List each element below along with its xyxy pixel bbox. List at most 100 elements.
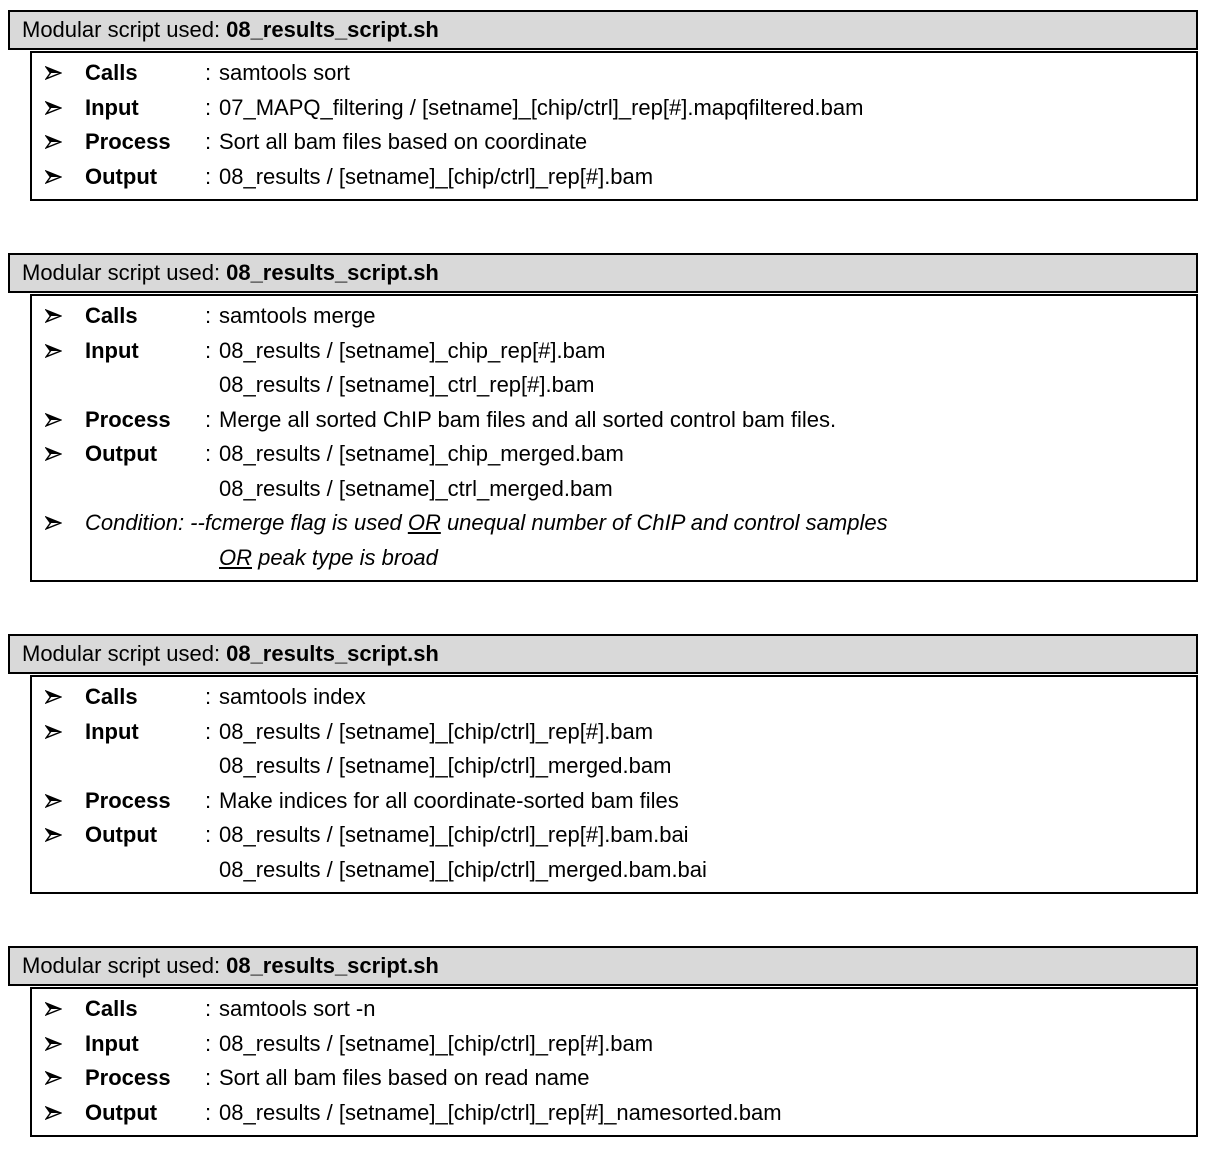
arrow-bullet-icon [45, 412, 85, 427]
text-segment: Condition: --fcmerge flag is used [85, 510, 408, 536]
field-line: Output:08_results / [setname]_[chip/ctrl… [45, 818, 1192, 853]
field-value: samtools index [219, 684, 366, 710]
arrow-bullet-icon [45, 1105, 85, 1120]
field-line: Output:08_results / [setname]_[chip/ctrl… [45, 160, 1192, 195]
field-line: Calls:samtools index [45, 680, 1192, 715]
field-line: Process: Make indices for all coordinate-… [45, 784, 1192, 819]
field-value: 08_results / [setname]_[chip/ctrl]_rep[#… [219, 1030, 654, 1056]
text-segment: peak type is broad [252, 544, 438, 570]
field-label: Input [85, 337, 139, 363]
arrow-bullet-icon [45, 169, 85, 184]
field-label: Output [85, 1099, 158, 1125]
script-name: 08_results_script.sh [226, 641, 439, 666]
field-value: 08_results / [setname]_[chip/ctrl]_rep[#… [219, 718, 654, 744]
field-value: 08_results / [setname]_ctrl_merged.bam [219, 475, 613, 501]
field-label: Calls [85, 60, 138, 86]
field-colon: : [205, 303, 212, 329]
box-header-label: Modular script used: [22, 17, 221, 42]
field-value: Sort all bam files based on coordinate [219, 129, 588, 155]
field-value: Merge all sorted ChIP bam files and all … [219, 406, 837, 432]
field-label: Calls [85, 303, 138, 329]
field-label: Process [85, 1065, 171, 1091]
field-label: Process [85, 406, 171, 432]
field-colon: : [205, 129, 212, 155]
field-colon: : [205, 718, 212, 744]
field-colon: : [205, 1099, 212, 1125]
field-line: Condition: --fcmerge flag is used OR une… [45, 506, 1192, 541]
field-value: 08_results / [setname]_[chip/ctrl]_rep[#… [219, 822, 689, 848]
field-line: Input:08_results / [setname]_[chip/ctrl]… [45, 715, 1192, 750]
field-label: Output [85, 163, 158, 189]
box-header: Modular script used: 08_results_script.s… [8, 634, 1198, 674]
field-value: samtools merge [219, 303, 376, 329]
field-line: Calls: samtools sort [45, 56, 1192, 91]
field-value: samtools sort [219, 60, 350, 86]
field-line: Process:Sort all bam files based on read… [45, 1061, 1192, 1096]
field-value: Make indices for all coordinate-sorted b… [219, 787, 679, 813]
field-label: Output [85, 822, 158, 848]
arrow-bullet-icon [45, 1036, 85, 1051]
continuation-line: 08_results / [setname]_[chip/ctrl]_merge… [45, 749, 1192, 784]
field-line: Input:08_results / [setname]_[chip/ctrl]… [45, 1027, 1192, 1062]
box-header-label: Modular script used: [22, 641, 221, 666]
arrow-bullet-icon [45, 135, 85, 150]
arrow-bullet-icon [45, 793, 85, 808]
field-line: Process: Sort all bam files based on coor… [45, 125, 1192, 160]
field-colon: : [205, 60, 212, 86]
field-colon: : [205, 787, 212, 813]
script-info-box: Modular script used: 08_results_script.s… [8, 634, 1198, 894]
underlined-text-segment: OR [407, 510, 441, 536]
field-colon: : [205, 822, 212, 848]
field-colon: : [205, 337, 212, 363]
text-segment: unequal number of ChIP and control sampl… [440, 510, 888, 536]
continuation-line: 08_results / [setname]_ctrl_merged.bam [45, 472, 1192, 507]
arrow-bullet-icon [45, 516, 85, 531]
field-colon: : [205, 406, 212, 432]
box-header: Modular script used: 08_results_script.s… [8, 10, 1198, 50]
field-line: Input:08_results / [setname]_chip_rep[#]… [45, 334, 1192, 369]
field-label: Calls [85, 684, 138, 710]
box-header-label: Modular script used: [22, 953, 221, 978]
arrow-bullet-icon [45, 724, 85, 739]
arrow-bullet-icon [45, 66, 85, 81]
box-header-label: Modular script used: [22, 260, 221, 285]
field-label: Input [85, 718, 139, 744]
arrow-bullet-icon [45, 1002, 85, 1017]
field-value: 08_results / [setname]_chip_merged.bam [219, 441, 624, 467]
field-colon: : [205, 996, 212, 1022]
box-header: Modular script used: 08_results_script.s… [8, 253, 1198, 293]
continuation-line: 08_results / [setname]_[chip/ctrl]_merge… [45, 853, 1192, 888]
field-label: Input [85, 1030, 139, 1056]
field-label: Process [85, 787, 171, 813]
arrow-bullet-icon [45, 343, 85, 358]
arrow-bullet-icon [45, 309, 85, 324]
field-label: Output [85, 441, 158, 467]
field-colon: : [205, 1030, 212, 1056]
condition-text: Condition: --fcmerge flag is used OR une… [85, 510, 1192, 536]
field-label: Calls [85, 996, 138, 1022]
field-line: Calls: samtools merge [45, 299, 1192, 334]
field-label: Process [85, 129, 171, 155]
arrow-bullet-icon [45, 447, 85, 462]
arrow-bullet-icon [45, 828, 85, 843]
field-value: OR peak type is broad [219, 545, 1192, 571]
field-value: samtools sort -n [219, 996, 376, 1022]
field-value: Sort all bam files based on read name [219, 1065, 590, 1091]
field-label: Input [85, 94, 139, 120]
field-value: 08_results / [setname]_chip_rep[#].bam [219, 337, 606, 363]
field-value: 08_results / [setname]_[chip/ctrl]_merge… [219, 856, 707, 882]
field-line: Calls: samtools sort -n [45, 992, 1192, 1027]
field-value: 08_results / [setname]_[chip/ctrl]_rep[#… [219, 1099, 782, 1125]
continuation-line: 08_results / [setname]_ctrl_rep[#].bam [45, 368, 1192, 403]
script-name: 08_results_script.sh [226, 953, 439, 978]
field-line: Output:08_results / [setname]_[chip/ctrl… [45, 1096, 1192, 1131]
script-info-box: Modular script used: 08_results_script.s… [8, 10, 1198, 201]
field-line: Output:08_results / [setname]_chip_merge… [45, 437, 1192, 472]
continuation-line: OR peak type is broad [45, 541, 1192, 576]
underlined-text-segment: OR [219, 544, 252, 570]
script-name: 08_results_script.sh [226, 260, 439, 285]
